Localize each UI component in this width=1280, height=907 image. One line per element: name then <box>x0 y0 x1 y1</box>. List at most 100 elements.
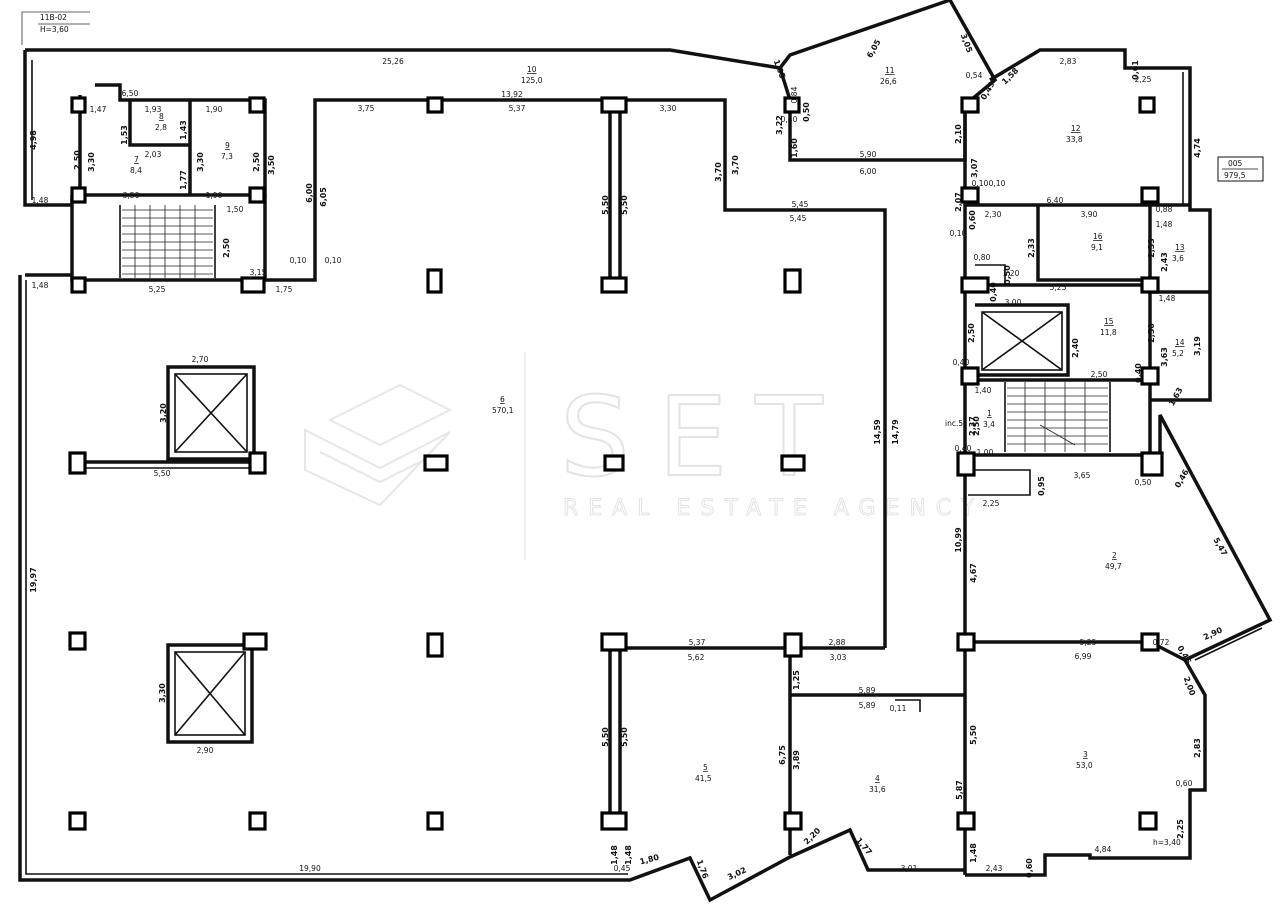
svg-text:2: 2 <box>1112 551 1117 560</box>
dimension-label: 0,40 <box>953 358 970 367</box>
svg-text:1: 1 <box>987 409 992 418</box>
dimension-label: 19,97 <box>29 567 38 592</box>
svg-text:570,1: 570,1 <box>492 406 514 415</box>
dimension-label: 3,70 <box>714 162 723 182</box>
dimension-label: 1,48 <box>32 281 49 290</box>
dimension-label: 4,84 <box>1095 845 1112 854</box>
svg-text:9: 9 <box>225 141 230 150</box>
dimension-label: 3,75 <box>358 104 375 113</box>
svg-text:8,4: 8,4 <box>130 166 142 175</box>
svg-text:31,6: 31,6 <box>869 785 886 794</box>
dimension-label: 3,22 <box>775 115 784 135</box>
dimension-label: 3,07 <box>970 158 979 178</box>
dimension-label: 0,11 <box>890 704 907 713</box>
dimension-label: 1,48 <box>969 843 978 863</box>
svg-text:3: 3 <box>1083 750 1088 759</box>
dimension-label: 10,99 <box>954 527 963 553</box>
svg-text:3,4: 3,4 <box>983 420 995 429</box>
incline-note: inc.5 <box>945 419 963 428</box>
dimension-label: 0,10 <box>989 179 1006 188</box>
svg-text:7,3: 7,3 <box>221 152 233 161</box>
dimension-label: 5,50 <box>620 195 629 215</box>
dimension-label: 0,60 <box>1176 779 1193 788</box>
dimension-label: 1,48 <box>1156 220 1173 229</box>
svg-text:53,0: 53,0 <box>1076 761 1093 770</box>
dimension-label: 0,50 <box>802 102 811 122</box>
stair-hatch <box>122 205 1108 452</box>
dimension-label: 2,25 <box>983 499 1000 508</box>
svg-text:49,7: 49,7 <box>1105 562 1122 571</box>
dimension-label: 3,15 <box>250 268 267 277</box>
room-2: 249,7 <box>1105 551 1122 571</box>
dimension-label: 1,48 <box>624 845 633 865</box>
dimension-label: 3,00 <box>1005 298 1022 307</box>
dimension-label: 6,05 <box>319 187 328 207</box>
dimension-label: 6,99 <box>1075 652 1092 661</box>
svg-text:33,8: 33,8 <box>1066 135 1083 144</box>
dimension-label: 1,48 <box>32 196 49 205</box>
total-box-area: 979,5 <box>1224 171 1246 180</box>
svg-text:15: 15 <box>1104 317 1114 326</box>
dimension-label: 4,98 <box>29 130 38 150</box>
dimension-label: 1,58 <box>1000 66 1021 87</box>
dimension-label: 3,90 <box>1081 210 1098 219</box>
dimension-label: 2,25 <box>1176 819 1185 839</box>
dimension-label: 0,95 <box>1037 476 1046 496</box>
bottom-height-note: h=3,40 <box>1153 838 1181 847</box>
room-7: 78,4 <box>130 155 142 175</box>
dimension-label: 5,25 <box>1050 283 1067 292</box>
dimension-label: 3,01 <box>901 864 918 873</box>
dimension-label: 0,40 <box>1134 363 1143 383</box>
dimension-label: 0,61 <box>1131 60 1140 80</box>
dimension-label: 5,45 <box>792 200 809 209</box>
dimension-label: 0,50 <box>1135 478 1152 487</box>
svg-text:3,6: 3,6 <box>1172 254 1184 263</box>
dimension-label: 6,00 <box>305 183 314 203</box>
dimension-label: 5,87 <box>955 780 964 800</box>
dimension-label: 2,83 <box>1193 738 1202 758</box>
svg-text:9,1: 9,1 <box>1091 243 1103 252</box>
dimension-label: 3,89 <box>792 750 801 770</box>
watermark-tagline: REAL ESTATE AGENCY <box>563 496 984 521</box>
dimension-label: 5,90 <box>860 150 877 159</box>
dimension-label: 5,37 <box>509 104 526 113</box>
dimension-label: 0,40 <box>955 444 972 453</box>
room-14: 145,2 <box>1172 338 1185 358</box>
dimension-label: 2,70 <box>192 355 209 364</box>
dimension-label: 1,77 <box>179 170 188 190</box>
sheet-code: 11В-02 <box>40 13 67 22</box>
dimension-label: 1,90 <box>206 105 223 114</box>
dimension-label: 0,54 <box>966 71 983 80</box>
dimension-label: 2,90 <box>1202 625 1224 642</box>
room-16: 169,1 <box>1091 232 1103 252</box>
dimension-label: 14,79 <box>891 419 900 445</box>
dimension-label: 2,30 <box>985 210 1002 219</box>
room-3: 353,0 <box>1076 750 1093 770</box>
sheet-label: 11В-02 H=3,60 <box>21 11 90 45</box>
watermark-logo-icon <box>304 383 453 507</box>
dimension-label: 0,40 <box>989 282 998 302</box>
dimension-label: 1,53 <box>120 125 129 145</box>
columns <box>68 96 1164 831</box>
svg-text:11,8: 11,8 <box>1100 328 1117 337</box>
dimension-label: 1,63 <box>1167 386 1185 408</box>
dimension-label: 0,10 <box>290 256 307 265</box>
svg-text:11: 11 <box>885 66 895 75</box>
dimension-label: 14,59 <box>873 419 882 445</box>
dimension-label: 3,50 <box>267 155 276 175</box>
dimension-label: 5,50 <box>620 727 629 747</box>
dimension-label: 2,50 <box>967 323 976 343</box>
total-box: 005 979,5 <box>1217 156 1264 182</box>
svg-text:4: 4 <box>875 774 880 783</box>
dimension-label: 0,60 <box>968 210 977 230</box>
sheet-height: H=3,60 <box>40 25 69 34</box>
dimension-label: 2,37 <box>968 416 977 436</box>
svg-text:10: 10 <box>527 65 537 74</box>
dimension-label: 5,25 <box>149 285 166 294</box>
dimension-label: 1,43 <box>179 120 188 140</box>
